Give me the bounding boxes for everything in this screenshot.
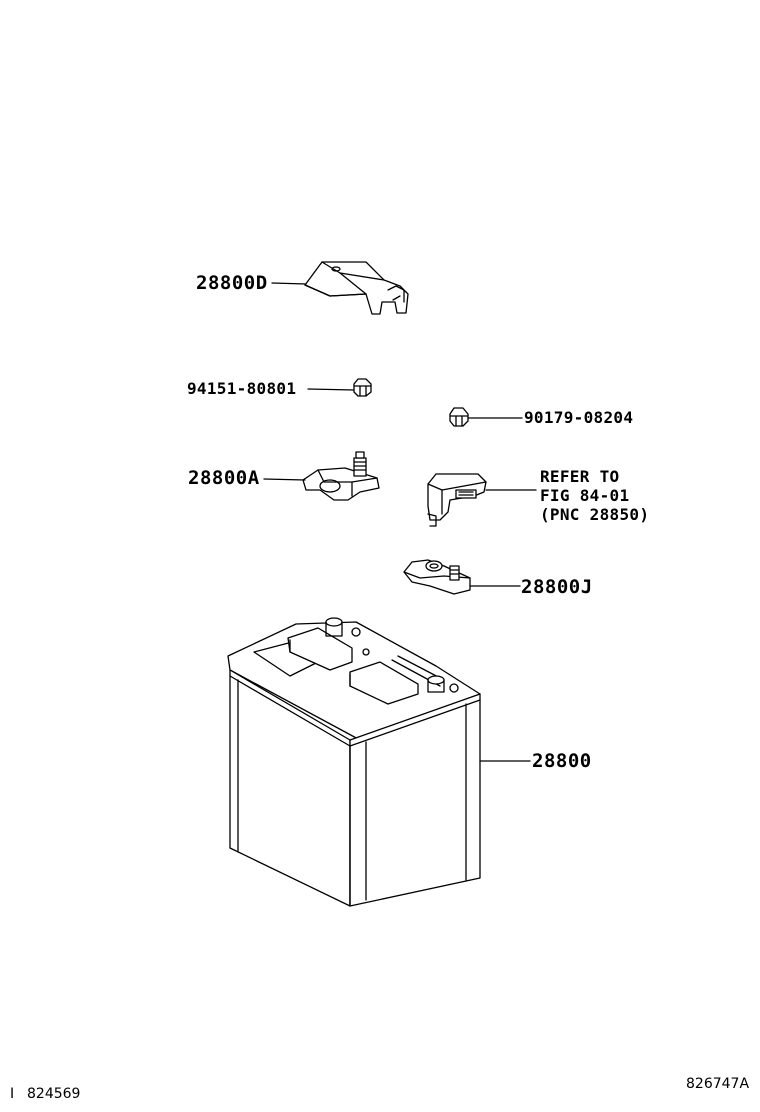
terminal-cover-28800d-drawing <box>304 261 409 315</box>
footer-left-code: 824569 <box>27 1086 81 1102</box>
refer-note: REFER TO FIG 84-01 (PNC 28850) <box>540 467 649 524</box>
leader-line-28800d <box>271 282 307 285</box>
part-label-28800j: 28800J <box>521 576 593 598</box>
refer-note-line-3: (PNC 28850) <box>540 505 650 524</box>
part-label-28800d: 28800D <box>196 272 268 294</box>
footer-right-code: 826747A <box>686 1076 750 1092</box>
refer-note-line-2: FIG 84-01 <box>540 486 630 505</box>
nut-94151-drawing <box>353 378 372 397</box>
part-label-28800a: 28800A <box>188 467 260 489</box>
part-label-90179-08204: 90179-08204 <box>524 408 634 427</box>
battery-28800-drawing <box>227 617 481 907</box>
clamp-pnc-28850-drawing <box>427 473 487 527</box>
footer-left-marker: I <box>10 1086 15 1102</box>
terminal-28800j-drawing <box>403 559 471 595</box>
part-label-28800: 28800 <box>532 750 592 772</box>
refer-note-line-1: REFER TO <box>540 467 620 486</box>
terminal-28800a-drawing <box>302 451 380 501</box>
nut-90179-drawing <box>449 407 469 427</box>
part-label-94151-80801: 94151-80801 <box>187 379 297 398</box>
leader-line-28800a <box>263 478 306 481</box>
leader-line-94151 <box>307 388 355 391</box>
